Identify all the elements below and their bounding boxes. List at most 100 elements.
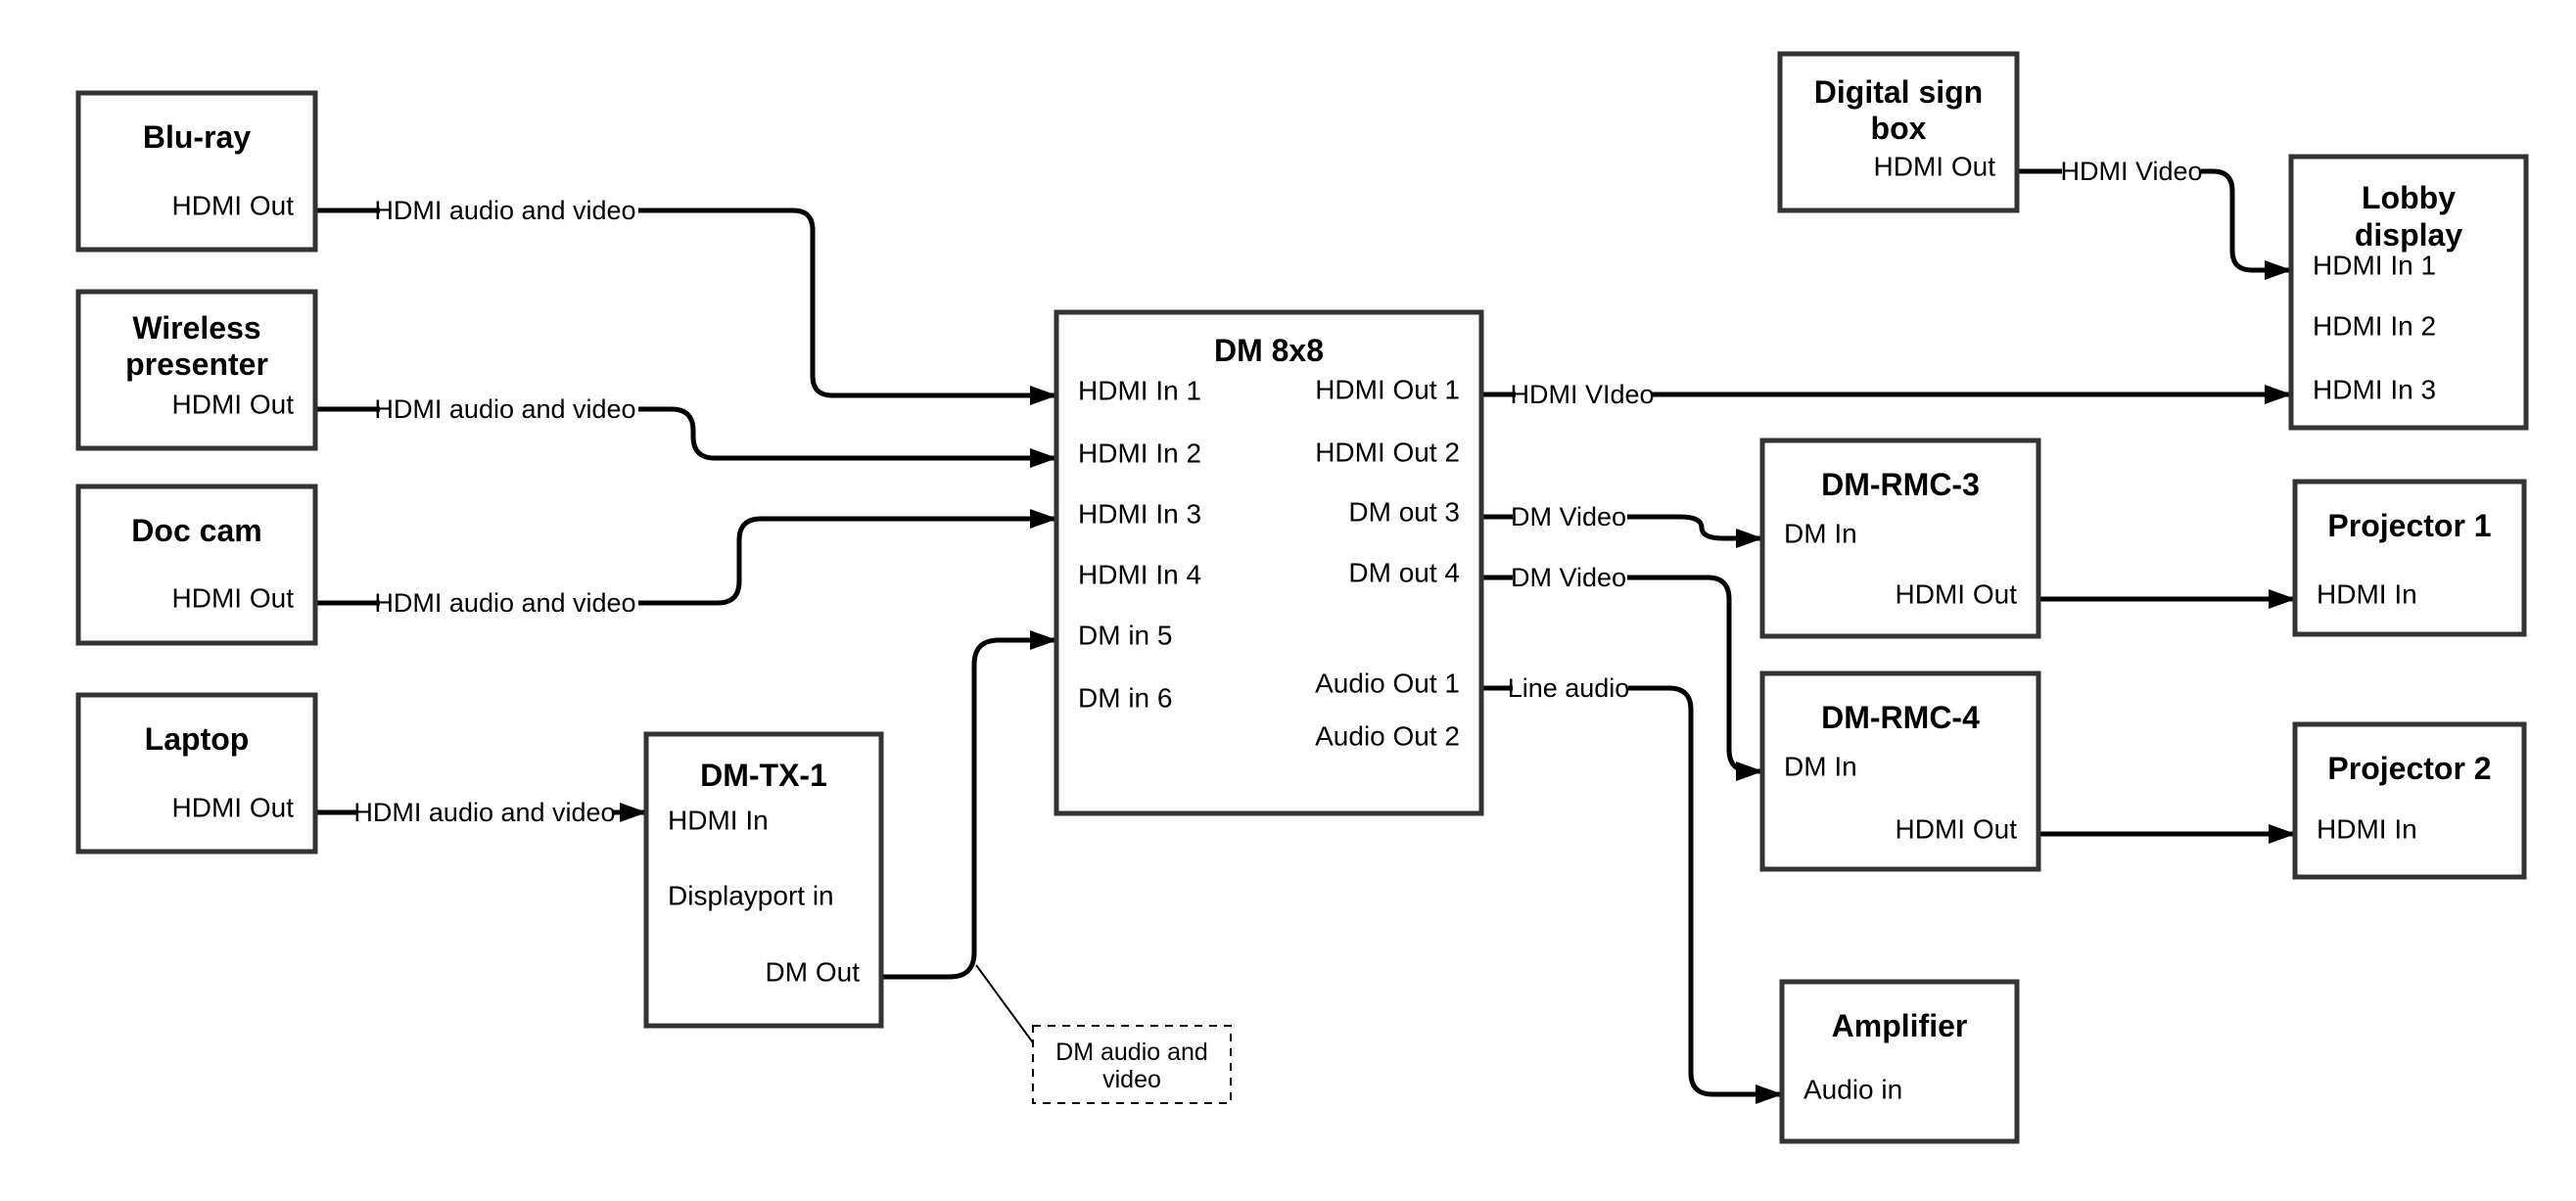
node-dm-rmc-3: DM-RMC-3 DM In HDMI Out [1759,438,2041,639]
edge-digitalsign-to-lobby: HDMI Video [2017,157,2292,280]
port-label-audio-out-1: Audio Out 1 [1315,669,1460,699]
wire-segment [638,509,1057,606]
node-title: Amplifier [1832,1008,1968,1043]
node-box-projector-2 [2292,721,2527,880]
wire-segment [638,406,1057,468]
node-box-dm-rmc-4 [1759,670,2041,872]
edge-dmtx1-to-dm8x8 [881,630,1057,980]
port-label-audio-out-2: Audio Out 2 [1315,721,1460,752]
node-title: Wireless [132,310,260,346]
port-label-hdmi-out: HDMI Out [172,793,295,823]
wire-segment [638,208,1057,405]
wire-segment [1628,685,1783,1104]
annotation-leader-line [975,964,1036,1046]
port-label-hdmi-in-3: HDMI In 3 [1078,499,1201,530]
edge-dm8x8-out3-to-rmc3: DM Video [1481,502,1763,548]
port-label-dm-out-3: DM out 3 [1348,497,1460,528]
node-box-laptop [75,692,318,855]
node-title: Laptop [145,721,250,757]
node-title: presenter [125,346,268,382]
edge-wireless-to-dm8x8: HDMI audio and video [315,394,1057,468]
port-label-hdmi-out: HDMI Out [172,390,295,420]
node-box-dm-tx-1 [643,731,884,1029]
node-title: Projector 2 [2327,751,2491,786]
node-box-lobby-display [2288,154,2529,431]
node-projector-2: Projector 2 HDMI In [2292,721,2527,880]
port-label-hdmi-out: HDMI Out [1874,152,1996,182]
port-label-hdmi-in-3: HDMI In 3 [2313,375,2436,405]
wire-segment [1627,575,1763,781]
port-label-hdmi-out-2: HDMI Out 2 [1315,438,1460,468]
port-label-dm-in: DM In [1784,519,1857,549]
node-title: DM-TX-1 [700,758,827,793]
edge-bluray-to-dm8x8: HDMI audio and video [315,196,1057,405]
node-title: DM-RMC-4 [1821,700,1980,735]
node-title: box [1871,111,1927,146]
node-title: Digital sign [1814,74,1983,110]
wire-segment [2201,168,2292,280]
port-label-dm-in-6: DM in 6 [1078,683,1172,714]
edge-doccam-to-dm8x8: HDMI audio and video [315,509,1057,618]
annotation-box [1032,1025,1232,1104]
node-box-projector-1 [2292,479,2527,637]
node-title: Projector 1 [2327,508,2491,543]
port-label-dm-out: DM Out [766,957,861,988]
node-title: DM 8x8 [1214,333,1324,368]
port-label-hdmi-in: HDMI In [2317,814,2417,845]
port-label-dm-in-5: DM in 5 [1078,621,1172,651]
port-label-hdmi-out: HDMI Out [1896,579,2018,610]
edge-dm8x8-out4-to-rmc4: DM Video [1481,563,1763,781]
node-title: Blu-ray [143,119,251,155]
edge-laptop-to-dmtx1: HDMI audio and video [315,798,647,827]
port-label-hdmi-in: HDMI In [2317,579,2417,610]
node-box-dm-8x8 [1054,309,1484,816]
annotation-text: video [1102,1066,1161,1093]
node-title: display [2355,217,2462,253]
node-dm-rmc-4: DM-RMC-4 DM In HDMI Out [1759,670,2041,872]
port-label-audio-in: Audio in [1803,1075,1902,1105]
edge-dm8x8-out1-to-lobby: HDMI VIdeo [1481,380,2292,409]
port-label-hdmi-out: HDMI Out [1896,814,2018,845]
wire-segment [881,630,1057,980]
edge-label: HDMI Video [2060,157,2202,186]
port-label-hdmi-in-2: HDMI In 2 [2313,311,2436,342]
annotation-text: DM audio and [1055,1039,1208,1066]
edge-label: HDMI audio and video [374,588,635,618]
edge-dm8x8-audio1-to-amp: Line audio [1481,673,1783,1104]
edge-label: HDMI VIdeo [1510,380,1654,409]
node-box-doc-cam [75,484,318,646]
node-title: Doc cam [131,513,261,548]
edge-label: DM Video [1511,502,1626,531]
port-label-displayport-in: Displayport in [668,881,834,911]
port-label-dm-in: DM In [1784,752,1857,782]
port-label-hdmi-out: HDMI Out [172,191,295,221]
port-label-dm-out-4: DM out 4 [1348,558,1460,588]
node-title: Lobby [2362,180,2456,215]
edge-label: HDMI audio and video [374,394,635,424]
wire-segment [1627,514,1763,548]
port-label-hdmi-in-2: HDMI In 2 [1078,439,1201,469]
edge-label: DM Video [1511,563,1626,592]
edge-label: Line audio [1508,673,1630,703]
node-title: DM-RMC-3 [1821,467,1980,502]
node-box-amplifier [1779,979,2020,1144]
node-projector-1: Projector 1 HDMI In [2292,479,2527,637]
node-box-digital-sign-box [1777,51,2020,213]
port-label-hdmi-in-1: HDMI In 1 [2313,251,2436,281]
node-box-bluray [75,90,318,253]
edge-label: HDMI audio and video [374,196,635,225]
node-box-dm-rmc-3 [1759,438,2041,639]
port-label-hdmi-in-1: HDMI In 1 [1078,376,1201,406]
